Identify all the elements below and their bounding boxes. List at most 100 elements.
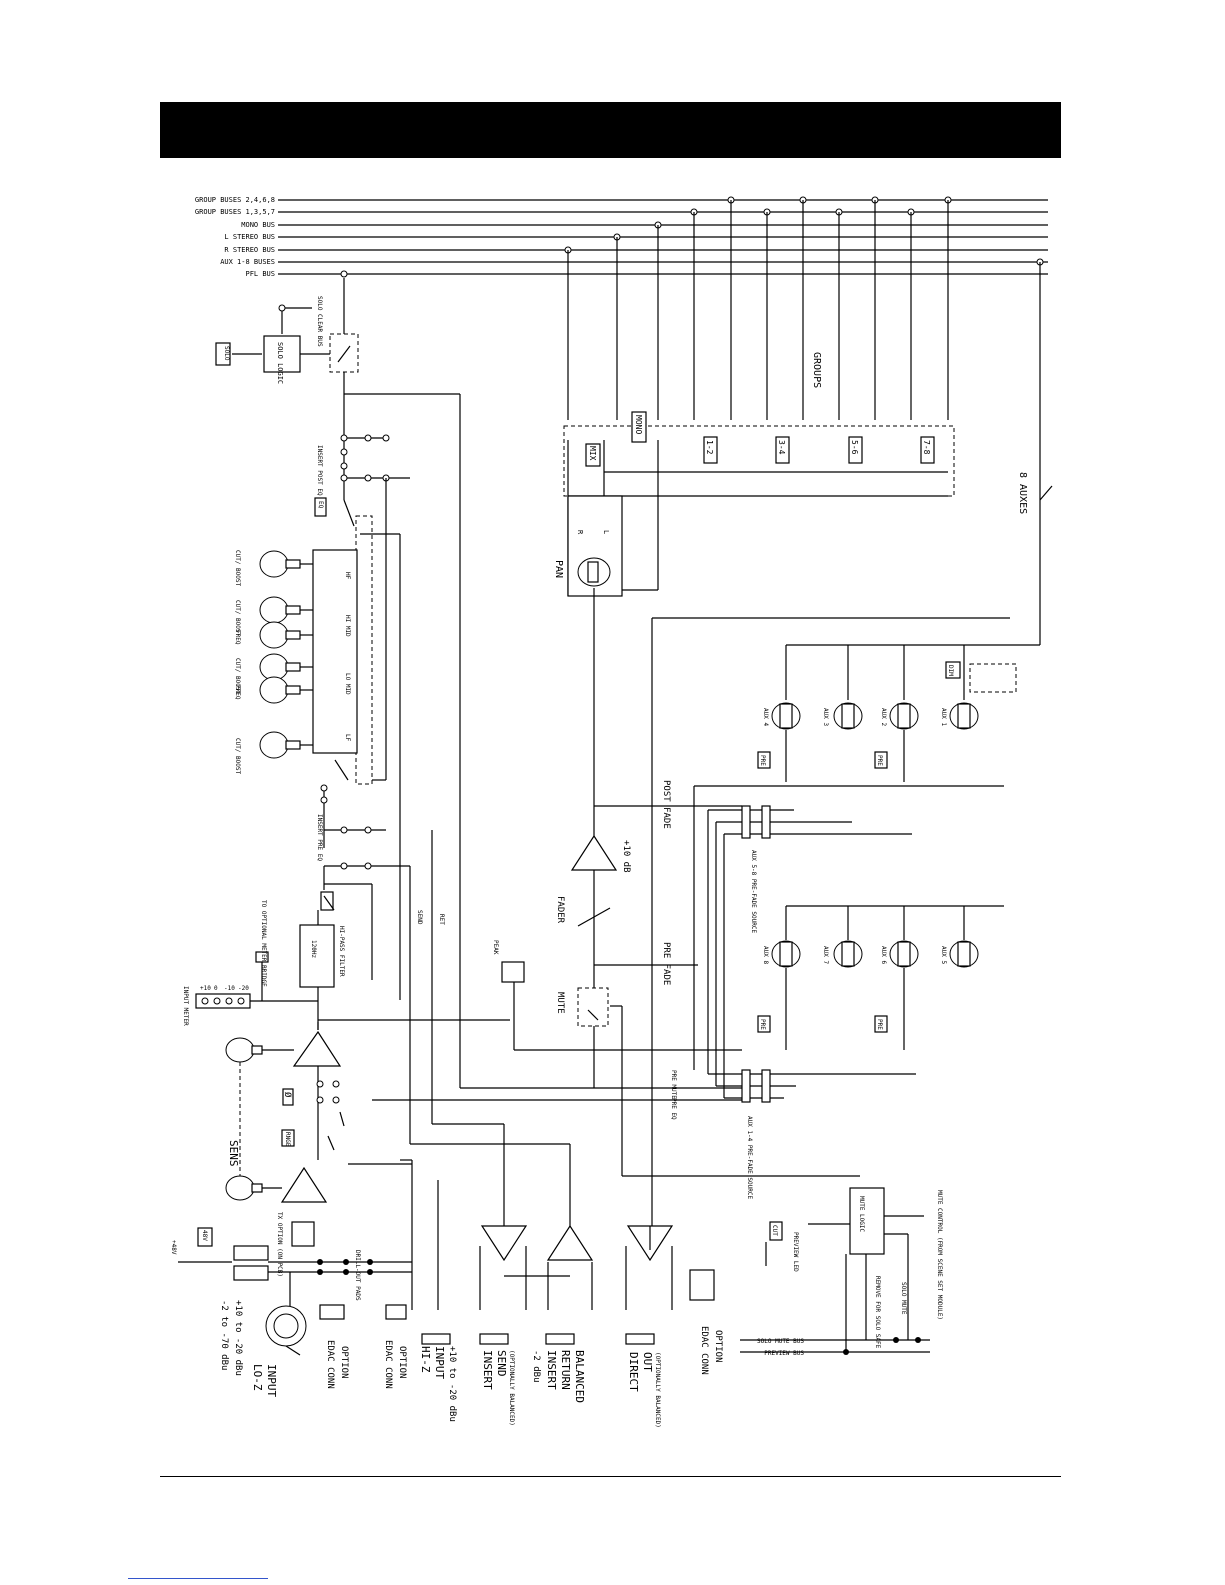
aux-dim-button[interactable]: DIM [947,665,954,676]
mute-control-label: MUTE CONTROL (FROM SCENE SET MODULE) [936,1190,943,1320]
aux-pre-button-3[interactable]: PRE [759,1019,766,1030]
bus-label-pfl: PFL BUS [245,270,275,278]
aux-7-knob[interactable]: AUX 7 [822,946,829,964]
meter-scale-1: 0 [214,985,218,992]
aux-pre-button-1[interactable]: PRE [759,755,766,766]
eq-knobs[interactable] [259,550,313,759]
solo-section [215,278,359,394]
phantom-label: +48V [170,1240,177,1255]
aux-1-knob[interactable]: AUX 1 [940,708,947,726]
ret-label: RET [438,914,445,925]
pan-r-label: R [576,530,584,535]
cut-button[interactable]: CUT [771,1225,778,1236]
direct-out-line2: OUT [641,1352,654,1372]
solo-logic-label: SOLO LOGIC [276,342,284,384]
bus-lines [278,199,1048,275]
route-group-1-2-button[interactable]: 1-2 [705,440,714,455]
bus-taps [340,196,1044,278]
solo-mute-label: SOLO MUTE [900,1282,907,1315]
bus-label-r-stereo: R STEREO BUS [224,246,275,254]
route-mix-button[interactable]: MIX [588,446,597,461]
aux-4-knob[interactable]: AUX 4 [762,708,769,726]
lf-label: LF [344,734,351,742]
hiz-name: HI-Z [419,1346,432,1373]
direct-out-line1: DIRECT [627,1352,640,1392]
loz-name: LO-Z [251,1364,264,1391]
route-group-5-6-button[interactable]: 5-6 [850,440,859,455]
cut-boost-label-1: CUT/ BOOST [234,550,241,587]
aux-5-knob[interactable]: AUX 5 [940,946,947,964]
pan-label: PAN [553,560,564,578]
lo-mid-label: LO MID [344,673,351,695]
insert-return-line2: INSERT [545,1350,558,1390]
groups-title: GROUPS [811,352,822,388]
aux-count-label: 8 AUXES [1017,472,1028,514]
range-button[interactable]: RNGE [284,1132,291,1147]
edac3-line2: OPTION [713,1330,723,1363]
hpf-freq: 120Hz [310,940,317,958]
post-fade-label: POST FADE [661,780,671,829]
preview-led-label: PREVIEW LED [792,1232,799,1272]
connector-labels: -2 to -70 dBu +10 to -20 dBu LO-Z INPUT … [219,1300,723,1428]
routing-section [563,200,1053,836]
aux-8-knob[interactable]: AUX 8 [762,946,769,964]
bus-label-l-stereo: L STEREO BUS [224,233,275,241]
aux-pre-button-4[interactable]: PRE [876,1019,883,1030]
hpf-meter-section [195,784,410,1030]
solo-safe-label: REMOVE FOR SOLO SAFE [874,1276,881,1349]
meter-scale-2: -10 [224,985,235,992]
hpf-label: HI-PASS FILTER [338,926,345,977]
header-bar [160,102,1061,158]
loz-range-1: -2 to -70 dBu [219,1300,229,1370]
eq-knob-lomid-freq [259,676,313,704]
edac1-line1: EDAC CONN [325,1340,335,1389]
hf-label: HF [344,572,351,580]
insert-send-line3: (OPTIONALLY BALANCED) [508,1350,515,1426]
hiz-range: +10 to -20 dBu [447,1346,457,1422]
footer-rule [160,1476,1061,1477]
bus-label-aux: AUX 1-8 BUSES [220,258,275,266]
route-mono-button[interactable]: MONO [634,415,643,434]
solo-clear-bus-label: SOLO CLEAR BUS [316,296,323,347]
outputs-section [410,1123,860,1345]
phase-button[interactable]: Ø [282,1092,293,1098]
insert-post-eq-label: INSERT POST EQ [316,445,323,496]
pan-l-label: L [602,530,610,534]
loz-range-2: +10 to -20 dBu [233,1300,243,1376]
aux-pre-button-2[interactable]: PRE [876,755,883,766]
insert-return-line3: RETURN [559,1350,572,1390]
bus-label-group-odd: GROUP BUSES 1,3,5,7 [195,208,275,216]
edac2-line2: OPTION [397,1346,407,1379]
send-label: SEND [416,910,423,925]
hi-mid-label: HI MID [344,615,351,637]
meter-scale-3: -20 [238,985,249,992]
meter-scale-0: +10 [200,985,211,992]
eq-knob-himid-freq [259,621,313,649]
tx-option-label: TX OPTION (ON PCB) [276,1212,283,1277]
eq-button[interactable]: EQ [317,501,324,509]
phantom-button[interactable]: 48V [201,1230,208,1241]
insert-send-line2: SEND [495,1350,508,1377]
cut-boost-label-2: CUT/ BOOST [234,600,241,637]
edac2-line1: EDAC CONN [383,1340,393,1389]
route-group-3-4-button[interactable]: 3-4 [777,440,786,455]
mute-label: MUTE [555,992,565,1014]
cut-boost-label-4: CUT/ BOOST [234,738,241,775]
route-group-7-8-button[interactable]: 7-8 [922,440,931,455]
aux-2-knob[interactable]: AUX 2 [880,708,887,726]
bottom-link-underline[interactable] [128,1578,268,1579]
fader-label: FADER [555,896,565,924]
gain-label: +10 dB [621,840,631,873]
input-stage [178,1019,510,1356]
mute-logic-section [740,1187,930,1355]
aux-6-knob[interactable]: AUX 6 [880,946,887,964]
solo-button[interactable]: SOLO [223,346,230,361]
aux-3-knob[interactable]: AUX 3 [822,708,829,726]
aux-5-8-source-label: AUX 5-8 PRE-FADE SOURCE [750,850,757,933]
insert-return-line4: BALANCED [573,1350,586,1403]
pre-eq-label-2: PRE EQ [670,1098,677,1120]
mute-logic-label: MUTE LOGIC [858,1196,865,1233]
pre-mute-label: PRE MUTE [670,1070,677,1099]
hiz-input: INPUT [433,1346,446,1379]
